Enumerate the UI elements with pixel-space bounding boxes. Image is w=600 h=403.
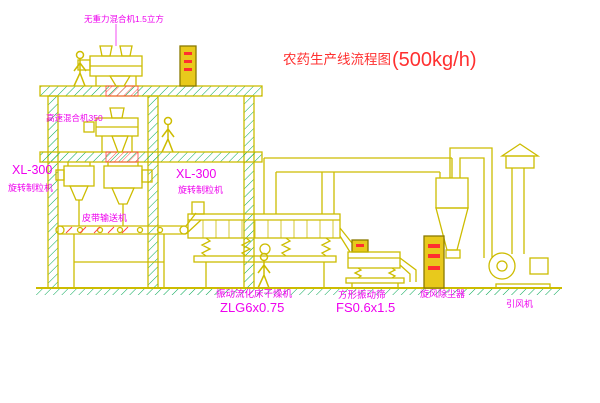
granulator-left-machine <box>55 162 95 226</box>
worker-figure <box>73 50 87 87</box>
label-dryer-name: 振动流化床干燥机 <box>216 288 293 300</box>
ground-line <box>36 287 562 295</box>
label-granulator-right-model: XL-300 <box>176 167 216 181</box>
label-belt-conveyor: 皮带输送机 <box>82 212 127 223</box>
induced-draft-fan-machine <box>488 143 551 289</box>
exhaust-duct <box>263 157 453 214</box>
granulator-right-machine <box>103 162 153 226</box>
fluid-bed-dryer-machine <box>187 201 357 288</box>
worker-figure <box>161 116 175 153</box>
gravity-mixer-machine <box>77 24 143 87</box>
label-granulator-left-model: XL-300 <box>12 163 52 177</box>
label-high-speed-mixer: 高速混合机350 <box>46 113 103 123</box>
diagram-title: 农药生产线流程图 <box>283 52 391 67</box>
label-screen-model: FS0.6x1.5 <box>336 300 395 315</box>
belt-conveyor-machine <box>55 212 202 288</box>
high-speed-mixer-machine <box>83 107 139 153</box>
label-fan: 引风机 <box>506 298 533 309</box>
label-granulator-left-name: 旋转制粒机 <box>8 182 53 193</box>
vibrating-screen-machine <box>345 239 417 288</box>
labels-layer: 无重力混合机1.5立方 农药生产线流程图 (500kg/h) 高速混合机350 … <box>8 14 533 315</box>
worker-figure <box>257 252 271 289</box>
diagram-title-capacity: (500kg/h) <box>392 49 477 71</box>
label-gravity-mixer: 无重力混合机1.5立方 <box>84 14 164 24</box>
label-dryer-model: ZLG6x0.75 <box>220 300 284 315</box>
floor-control-cabinet <box>423 235 445 289</box>
label-cyclone: 旋风除尘器 <box>420 288 465 299</box>
building-structure <box>39 85 263 289</box>
roof-control-cabinet <box>179 45 197 87</box>
label-screen-name: 方形振动筛 <box>338 289 386 301</box>
label-granulator-right-name: 旋转制粒机 <box>178 184 223 195</box>
